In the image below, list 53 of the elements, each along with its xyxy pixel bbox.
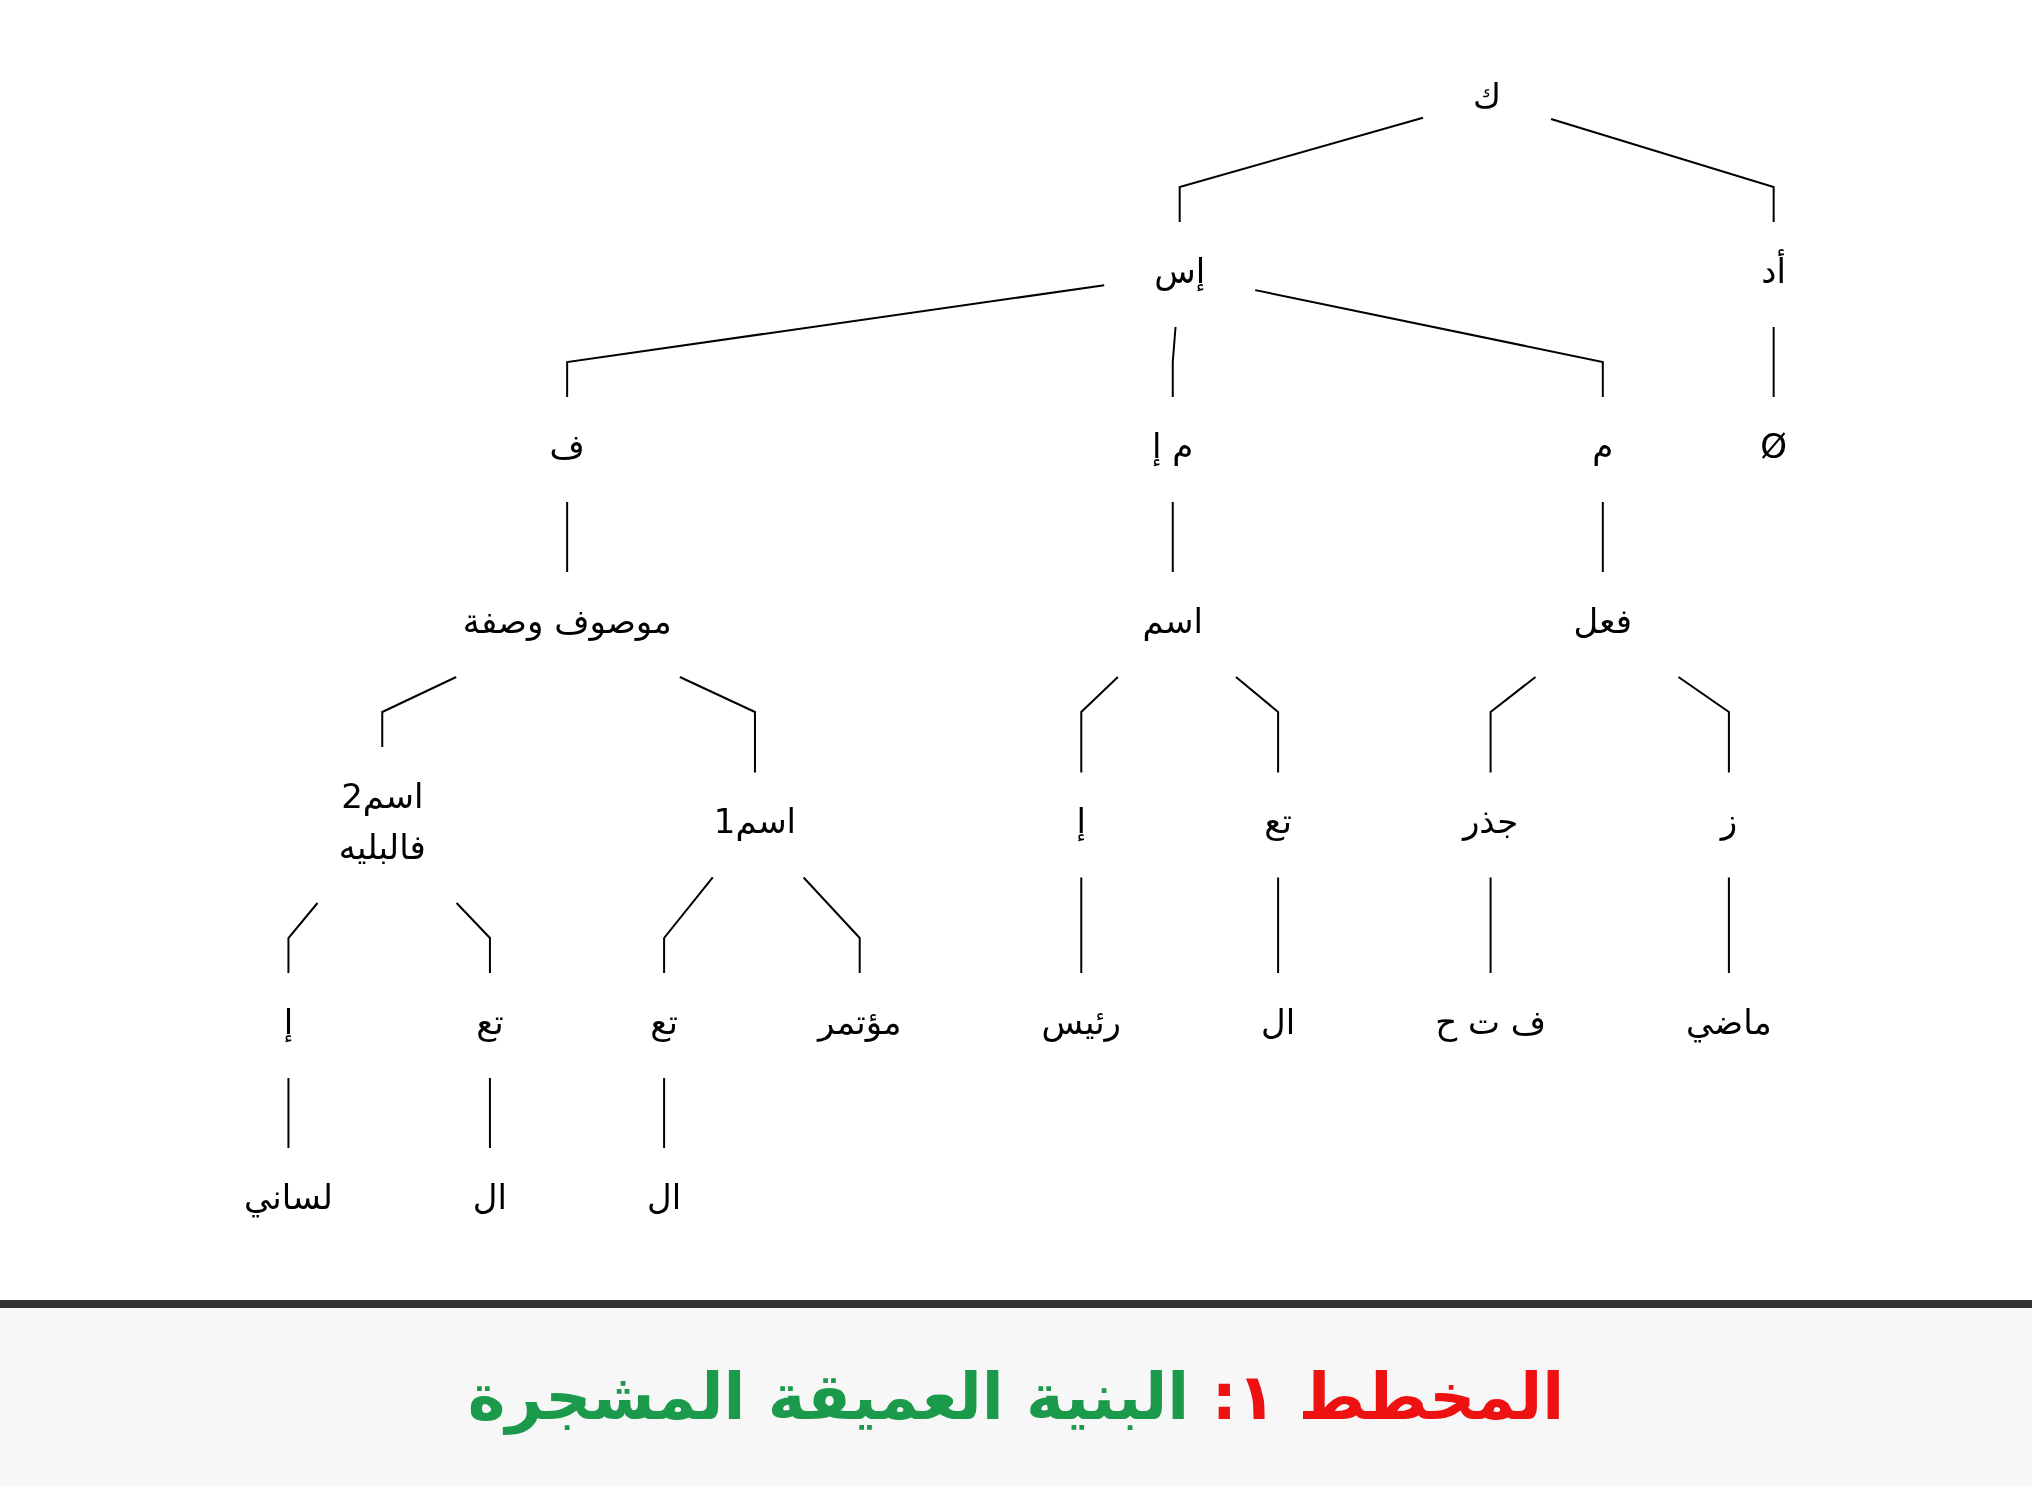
node-text: ك: [1473, 76, 1502, 116]
connector: [1080, 876, 1083, 974]
node-text: تع: [1264, 801, 1293, 842]
node-text: ال: [473, 1176, 508, 1217]
node-text: رئيس: [1042, 1001, 1122, 1042]
node-text: م: [1592, 426, 1614, 466]
connector: [1080, 676, 1120, 774]
connector: [1602, 501, 1605, 573]
connector: [1172, 326, 1177, 398]
figure-caption: المخطط ١: البنية العميقة المشجرة: [467, 1360, 1565, 1434]
node-text: مؤتمر: [818, 1001, 902, 1042]
connector: [489, 1077, 492, 1149]
node-text: إس: [1154, 251, 1206, 291]
node-text: لساني: [244, 1176, 334, 1217]
node-text: ف ت ح: [1435, 1001, 1547, 1042]
connector: [1277, 876, 1280, 974]
connector: [1550, 118, 1776, 223]
node-text: ال: [1261, 1001, 1296, 1042]
node-text: ز: [1721, 801, 1738, 842]
connector: [1235, 676, 1280, 774]
connector: [1179, 116, 1425, 223]
node-text: ماضي: [1686, 1001, 1773, 1042]
node-text: أد: [1761, 251, 1787, 291]
connector: [381, 676, 458, 748]
node-text: اسم1: [714, 801, 797, 842]
node-text: موصوف وصفة: [463, 600, 673, 641]
node-text: م إ: [1152, 426, 1194, 466]
node-text: ف: [549, 426, 586, 466]
node-text: تع: [476, 1001, 505, 1042]
connector: [803, 876, 862, 974]
node-text: اسم2 فالبليه: [339, 775, 427, 867]
connector: [1773, 326, 1776, 398]
connector: [456, 902, 492, 974]
connector: [566, 501, 569, 573]
node-text: ال: [647, 1176, 682, 1217]
node-text: فعل: [1574, 600, 1633, 641]
connector: [566, 284, 1106, 398]
node-text: Ø: [1760, 426, 1788, 466]
connector: [663, 876, 715, 974]
connector: [1490, 676, 1537, 774]
connector: [1728, 876, 1731, 974]
connector: [1254, 289, 1605, 398]
connector: [287, 1077, 290, 1149]
connector: [663, 1077, 666, 1149]
node-text: اسم: [1142, 600, 1204, 641]
connector: [1490, 876, 1493, 974]
connector: [1172, 501, 1175, 573]
node-text: جذر: [1463, 801, 1519, 842]
node-text: إ: [284, 1001, 294, 1042]
node-text: تع: [650, 1001, 679, 1042]
connector: [1677, 676, 1731, 774]
node-text: إ: [1077, 801, 1087, 842]
connector: [287, 902, 319, 974]
